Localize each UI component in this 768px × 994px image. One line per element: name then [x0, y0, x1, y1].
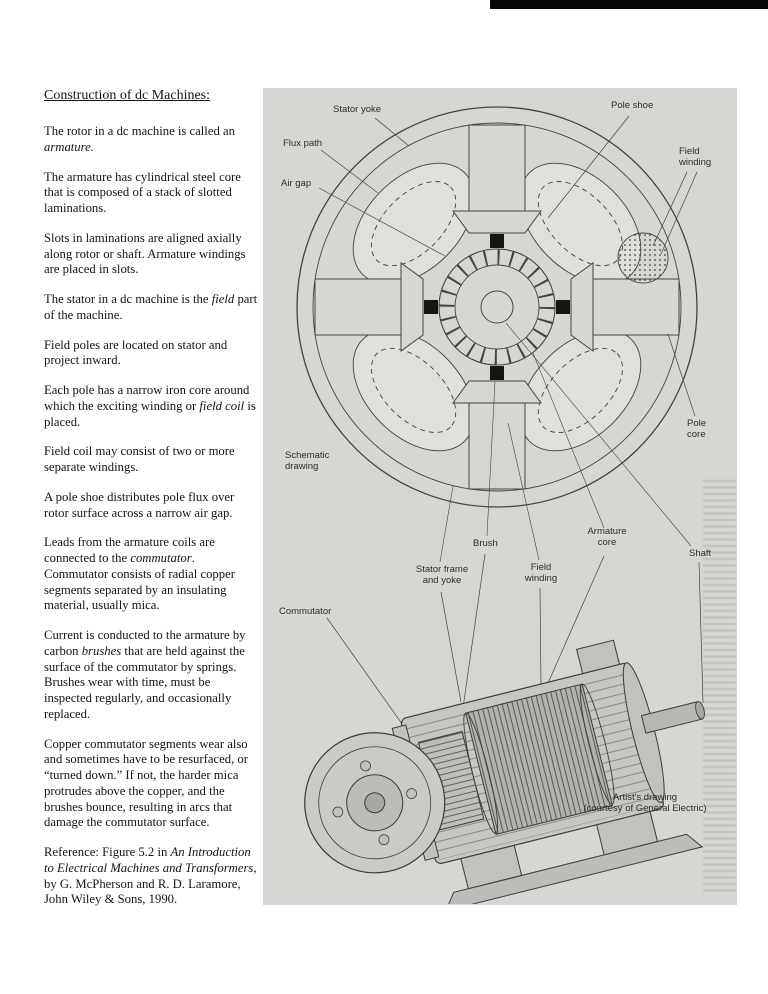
label-air-gap: Air gap	[281, 178, 312, 189]
brush-blocks	[424, 234, 570, 380]
text-run: . Commutator consists of radial copper s…	[44, 551, 235, 613]
text-run: Current is conducted to the armature by …	[44, 628, 246, 658]
paragraph: A pole shoe distributes pole flux over r…	[44, 490, 258, 522]
paragraph: The rotor in a dc machine is called an a…	[44, 124, 258, 156]
paragraph: Field coil may consist of two or more se…	[44, 444, 258, 476]
label-pole-shoe: Pole shoe	[611, 100, 654, 111]
paragraph: The armature has cylindrical steel core …	[44, 170, 258, 217]
text-run: Field poles are located on stator and pr…	[44, 337, 228, 368]
text-run: Each pole has a narrow iron core around …	[44, 383, 250, 413]
paragraph: Slots in laminations are aligned axially…	[44, 231, 258, 278]
text-run: is placed.	[44, 398, 256, 429]
page-bleed-artifact	[703, 480, 736, 892]
artist-caption: Artist's drawing (courtesy of General El…	[583, 792, 707, 815]
paragraph: Leads from the armature coils are connec…	[44, 535, 258, 614]
label-armature-core: Armature core	[587, 526, 627, 549]
text-run: The rotor in a dc machine is called an	[44, 124, 235, 138]
label-flux-path: Flux path	[283, 138, 323, 149]
label-shaft: Shaft	[689, 548, 712, 559]
schematic-cross-section	[296, 106, 698, 508]
label-stator-frame: Stator frame and yoke	[415, 564, 469, 587]
paragraph: The stator in a dc machine is the field …	[44, 292, 258, 324]
label-brush: Brush	[473, 538, 498, 549]
text-run: brushes	[81, 643, 122, 658]
paragraph: Copper commutator segments wear also and…	[44, 737, 258, 832]
figure-panel: Stator yoke Pole shoe Flux path Field wi…	[263, 88, 737, 905]
text-run: , by G. McPherson and R. D. Laramore, Jo…	[44, 860, 257, 907]
label-commutator: Commutator	[279, 606, 332, 617]
text-column: Construction of dc Machines: The rotor i…	[44, 88, 258, 922]
pole-west	[314, 262, 424, 352]
label-pole-core: Pole core	[687, 418, 707, 441]
text-run: field	[211, 292, 235, 306]
text-run: A pole shoe distributes pole flux over r…	[44, 489, 235, 520]
label-field-winding-artist: Field winding	[524, 562, 558, 585]
pole-east	[570, 262, 680, 352]
text-run: The stator in a dc machine is the	[44, 292, 212, 306]
text-run: armature.	[44, 139, 94, 154]
text-run: The armature has cylindrical steel core …	[44, 169, 241, 216]
text-run: Reference: Figure 5.2 in	[44, 845, 171, 859]
pole-north	[452, 124, 542, 234]
text-run: Copper commutator segments wear also and…	[44, 736, 248, 830]
schematic-caption: Schematic drawing	[285, 450, 330, 473]
armature-rotor	[438, 248, 556, 366]
field-winding-section	[617, 232, 669, 284]
text-run: An Introduction to Electrical Machines a…	[44, 845, 254, 875]
paragraph: Each pole has a narrow iron core around …	[44, 383, 258, 430]
text-run: that are held against the surface of the…	[44, 643, 245, 721]
text-run: part of the machine.	[44, 292, 258, 322]
paragraph: Reference: Figure 5.2 in An Introduction…	[44, 845, 258, 908]
pole-south	[452, 380, 542, 490]
label-field-winding-schematic: Field winding	[679, 146, 712, 169]
paragraph: Current is conducted to the armature by …	[44, 628, 258, 723]
scan-artifact-top	[490, 0, 768, 9]
paragraph: Field poles are located on stator and pr…	[44, 338, 258, 370]
motor-cutaway-drawing	[304, 639, 705, 904]
text-run: Field coil may consist of two or more se…	[44, 444, 235, 474]
page-title: Construction of dc Machines:	[44, 88, 211, 103]
text-run: Slots in laminations are aligned axially…	[44, 230, 246, 277]
label-stator-yoke: Stator yoke	[333, 104, 382, 115]
text-run: commutator	[130, 551, 192, 565]
figure-illustration	[296, 106, 705, 904]
text-run: Leads from the armature coils are connec…	[44, 535, 215, 565]
text-run: field coil	[199, 398, 245, 413]
